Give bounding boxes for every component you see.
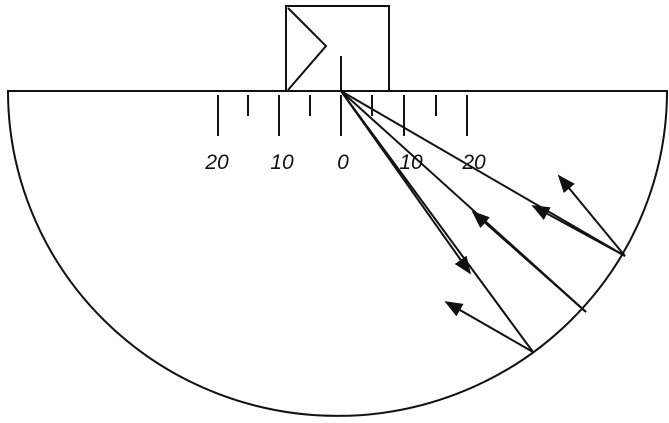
reflected-beam-3a (444, 301, 534, 353)
scale-label-right-10: 10 (399, 151, 423, 174)
scale-ticks (217, 95, 468, 136)
scale-label-left-20: 20 (204, 151, 229, 174)
probe-housing (285, 5, 390, 92)
scale-label-right-20: 20 (461, 151, 486, 174)
reflected-beam-1a (531, 205, 626, 257)
scale-label-zero: 0 (337, 151, 349, 174)
scale-label-left-10: 10 (270, 151, 294, 174)
reflected-beams (340, 90, 626, 353)
semicircle-block (6, 90, 669, 417)
reflected-beam-1b (557, 174, 626, 257)
reflected-beam-2 (471, 210, 587, 313)
probe-crystal-wedge (287, 7, 328, 91)
incident-arrow-3 (340, 90, 472, 275)
incident-beam-1 (340, 90, 626, 257)
